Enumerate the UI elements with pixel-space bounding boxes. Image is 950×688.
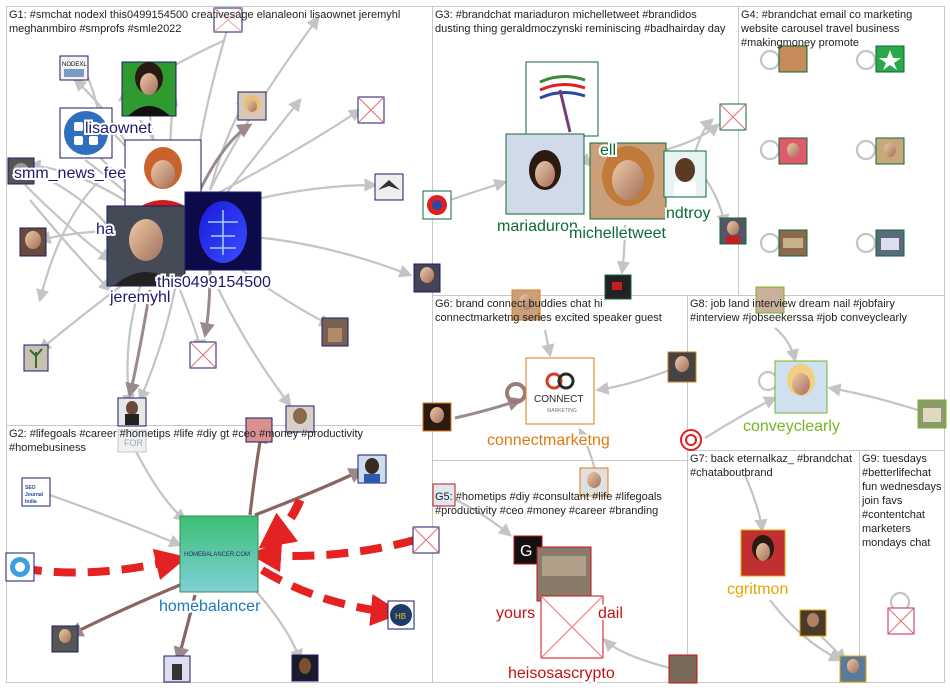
group-description-g1: G1: #smchat nodexl this0499154500 creati… xyxy=(9,9,401,35)
node-g5-photo-right[interactable] xyxy=(668,654,698,684)
label-lisaownet: lisaownet xyxy=(85,120,152,137)
label-cgritmon: cgritmon xyxy=(727,581,788,598)
node-g8-photo-right[interactable] xyxy=(917,399,947,429)
node-g8-woman-top[interactable] xyxy=(755,286,785,314)
node-for-tag[interactable]: FOR xyxy=(117,429,147,453)
label-this0499154500: this0499154500 xyxy=(157,274,271,291)
node-lisaownet-avatar[interactable] xyxy=(121,61,177,117)
svg-text:HB: HB xyxy=(395,612,406,621)
label-heisosascrypto: heisosascrypto xyxy=(508,665,615,682)
node-man-right-g1[interactable] xyxy=(413,263,441,293)
svg-text:India: India xyxy=(25,499,37,505)
node-g6-man-bottom[interactable] xyxy=(579,467,609,497)
node-missing-image-right[interactable] xyxy=(357,96,385,124)
label-smm-news-feed: smm_news_fee xyxy=(14,165,126,182)
label-ha: ha xyxy=(96,221,114,238)
svg-text:MARKETING: MARKETING xyxy=(547,408,577,414)
group-description-g4: G4: #brandchat email co marketing websit… xyxy=(741,9,913,49)
label-yours: yours xyxy=(496,605,535,622)
label-jeremyhl: jeremyhl xyxy=(109,289,170,306)
node-missing-image-g2[interactable] xyxy=(412,526,440,554)
node-dark-g3-bottom[interactable] xyxy=(604,274,632,300)
label-mariaduron: mariaduron xyxy=(497,218,578,235)
node-dark-avatar-g2[interactable] xyxy=(51,625,79,653)
node-woman-mid-g2[interactable] xyxy=(245,417,273,443)
node-g4-photo-1[interactable] xyxy=(778,45,808,73)
svg-text:NODEXL: NODEXL xyxy=(62,62,87,68)
node-g6-man-left[interactable] xyxy=(422,402,452,432)
node-g5-small-left[interactable] xyxy=(432,483,456,507)
node-smm-small-left[interactable] xyxy=(7,157,35,185)
svg-text:FOR: FOR xyxy=(124,438,143,448)
label-conveyclearly: conveyclearly xyxy=(743,418,840,435)
node-man-dark-g2[interactable] xyxy=(291,654,319,682)
node-blonde-avatar[interactable] xyxy=(237,91,267,121)
node-man-suit-g2[interactable] xyxy=(163,655,191,683)
svg-text:Journal: Journal xyxy=(25,492,44,498)
node-cgritmon-avatar[interactable] xyxy=(740,529,786,577)
node-missing-image-top[interactable] xyxy=(213,7,243,33)
node-mariaduron-avatar[interactable] xyxy=(505,133,585,215)
group-description-g2: G2: #lifegoals #career #hometips #life #… xyxy=(9,428,364,454)
group-description-g3: G3: #brandchat mariaduron michelletweet … xyxy=(435,9,726,35)
node-labels: lisaownet smm_news_fee ha jeremyhl this0… xyxy=(12,118,842,684)
group-description-g9: G9: tuesdays #betterlifechat fun wednesd… xyxy=(862,453,942,549)
group-description-g5: G5: #hometips #diy #consultant #life #li… xyxy=(435,491,662,517)
label-ndtroy: ndtroy xyxy=(666,205,710,222)
node-missing-image-mid[interactable] xyxy=(189,341,217,369)
node-homebalancer-logo[interactable]: HOMEBALANCER.COM xyxy=(179,515,259,593)
node-hb-badge[interactable]: HB xyxy=(387,600,415,630)
node-seo-journal-logo[interactable]: SEO Journal India xyxy=(21,477,51,507)
node-g8-target-icon[interactable] xyxy=(680,429,702,451)
group-description-g6: G6: brand connect buddies chat hi connec… xyxy=(435,298,662,324)
node-missing-image-g9[interactable] xyxy=(887,607,915,635)
node-woman-bottom-g1[interactable] xyxy=(285,405,315,433)
node-man-g3-right[interactable] xyxy=(719,217,747,245)
node-g4-star-badge[interactable] xyxy=(875,45,905,73)
node-g4-photo-3[interactable] xyxy=(875,137,905,165)
node-g7-man-mid[interactable] xyxy=(799,609,827,637)
svg-text:CONNECT: CONNECT xyxy=(534,394,583,405)
node-this0499154500-avatar[interactable] xyxy=(184,191,262,271)
node-g3-brand-art[interactable] xyxy=(525,61,599,137)
node-nodexl-logo[interactable]: NODEXL xyxy=(59,55,89,81)
nodes: NODEXL xyxy=(5,7,947,684)
node-g7-man-bottom[interactable] xyxy=(839,655,867,683)
node-photo-right-g1[interactable] xyxy=(321,317,349,347)
label-homebalancer: homebalancer xyxy=(159,598,261,615)
node-conveyclearly-avatar[interactable] xyxy=(774,360,828,414)
label-connectmarketng: connectmarketng xyxy=(487,432,610,449)
node-smm-news-feed-logo[interactable] xyxy=(59,107,113,159)
node-woman-left[interactable] xyxy=(19,227,47,257)
node-missing-image-g3[interactable] xyxy=(719,103,747,131)
node-ndtroy-avatar[interactable] xyxy=(663,150,707,198)
node-g4-photo-4[interactable] xyxy=(778,229,808,257)
node-g6-man-right[interactable] xyxy=(667,351,697,383)
node-g6-woman-top[interactable] xyxy=(511,289,541,321)
node-g3-logo-left[interactable] xyxy=(422,190,452,220)
svg-text:G: G xyxy=(520,543,532,560)
node-g5-photo[interactable] xyxy=(536,546,592,602)
node-g4-photo-5[interactable] xyxy=(875,229,905,257)
node-connect-logo[interactable]: CONNECT MARKETING xyxy=(525,357,595,425)
label-ell: ell xyxy=(600,142,616,159)
node-plant-left[interactable] xyxy=(23,344,49,372)
group-description-g8: G8: job land interview dream nail #jobfa… xyxy=(690,298,908,324)
label-dail: dail xyxy=(598,605,623,622)
node-heisosascrypto-missing[interactable] xyxy=(540,595,604,659)
node-jeremyhl-avatar[interactable] xyxy=(106,205,186,287)
node-eagle-avatar[interactable] xyxy=(374,173,404,201)
node-man-top-g2[interactable] xyxy=(357,454,387,484)
label-michelletweet: michelletweet xyxy=(569,225,666,242)
node-g4-photo-2[interactable] xyxy=(778,137,808,165)
svg-text:HOMEBALANCER.COM: HOMEBALANCER.COM xyxy=(184,552,250,558)
node-blue-icon-left[interactable] xyxy=(5,552,35,582)
svg-text:SEO: SEO xyxy=(25,485,36,491)
group-description-g7: G7: back eternalkaz_ #brandchat #chatabo… xyxy=(690,453,853,479)
node-man-bottom-g1[interactable] xyxy=(117,397,147,427)
